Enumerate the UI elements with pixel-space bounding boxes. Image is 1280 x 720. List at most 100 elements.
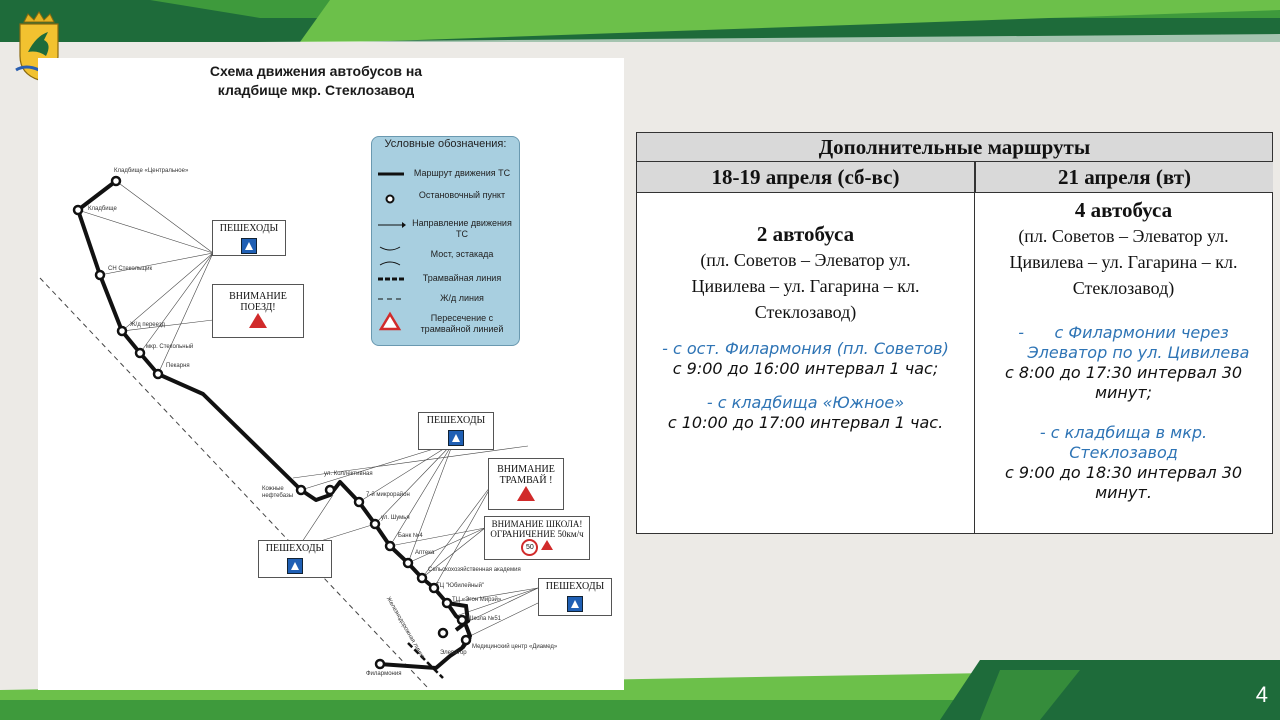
legend-label: Пересечение с трамвайной линией [420, 313, 504, 334]
school-warning-sign: ВНИМАНИЕ ШКОЛА! ОГРАНИЧЕНИЕ 50км/ч 50 [484, 516, 590, 560]
legend-label: Ж/д линия [440, 293, 484, 303]
sign-text: ПЕШЕХОДЫ [426, 415, 486, 426]
stop-label: Кладбище [88, 206, 117, 212]
stop-marker [369, 518, 381, 530]
trip-schedule: минут. [1095, 483, 1152, 502]
railway-line-icon [378, 298, 404, 300]
stop-label: СН Стекольщик [108, 266, 153, 272]
stop-label: Пекарня [166, 363, 190, 369]
bus-count: 2 автобуса [756, 222, 855, 246]
stop-marker [428, 582, 440, 594]
route-line: Стеклозавод) [754, 302, 857, 322]
table-cell-tuesday: 4 автобуса (пл. Советов – Элеватор ул. Ц… [975, 193, 1272, 503]
legend-label: Направление движения ТС [412, 218, 512, 239]
pedestrian-sign: ПЕШЕХОДЫ [258, 540, 332, 578]
legend-item-bridge: Мост, эстакада [372, 245, 519, 271]
trip-schedule: с 10:00 до 17:00 интервал 1 час. [667, 413, 944, 432]
stop-marker [110, 175, 122, 187]
legend-label: Мост, эстакада [430, 249, 494, 259]
stop-label: Аптека [415, 550, 435, 556]
table-title: Дополнительные маршруты [637, 133, 1272, 162]
stop-marker [416, 572, 428, 584]
sign-text: ТРАМВАЙ ! [499, 475, 553, 486]
header-decoration [0, 0, 1280, 42]
column-divider [974, 162, 975, 533]
pedestrian-sign: ПЕШЕХОДЫ [538, 578, 612, 616]
trip-origin: - с ост. Филармония (пл. Советов) [662, 339, 949, 358]
stop-marker [116, 325, 128, 337]
pedestrian-sign: ПЕШЕХОДЫ [212, 220, 286, 256]
route-line: Цивилева – ул. Гагарина – кл. [1009, 252, 1238, 272]
pedestrian-sign: ПЕШЕХОДЫ [418, 412, 494, 450]
legend-item-route: Маршрут движения ТС [372, 167, 519, 193]
stop-label: ТЦ "Юбилейный" [436, 583, 485, 589]
stop-marker [437, 627, 449, 639]
sign-text: ПОЕЗД! [240, 302, 276, 313]
legend-item-railway: Ж/д линия [372, 289, 519, 315]
page-number: 4 [1255, 682, 1268, 707]
stop-marker [295, 484, 307, 496]
trip-schedule: минут; [1094, 383, 1153, 402]
trip-origin: Элеватор по ул. Цивилева [1027, 343, 1250, 362]
stop-circle-icon [385, 194, 395, 204]
stop-marker [460, 634, 472, 646]
sign-text: ВНИМАНИЕ ШКОЛА! [491, 519, 583, 529]
stop-marker [353, 496, 365, 508]
legend-label: Маршрут движения ТС [413, 168, 511, 178]
tram-warning-icon [378, 311, 402, 331]
stop-label: Банк №4 [398, 533, 423, 539]
map-legend: Условные обозначения: Маршрут движения Т… [371, 136, 520, 346]
route-line: (пл. Советов – Элеватор ул. [1018, 226, 1229, 246]
stop-marker [402, 557, 414, 569]
sign-text: ПЕШЕХОДЫ [265, 543, 325, 554]
stop-label: ТЦ «Эгон Мирэй» [452, 597, 502, 603]
stop-label: ул. Шумья [381, 515, 410, 521]
bus-count: 4 автобуса [1074, 198, 1173, 222]
pedestrian-crossing-icon [241, 238, 257, 254]
stop-marker [441, 597, 453, 609]
sign-text: ВНИМАНИЕ [229, 291, 287, 302]
stop-label: Элеватор [440, 650, 467, 656]
stop-marker [384, 540, 396, 552]
stop-label: Филармония [366, 671, 402, 677]
legend-label: Трамвайная линия [422, 273, 502, 283]
stop-marker [72, 204, 84, 216]
sign-text: ПЕШЕХОДЫ [545, 581, 605, 592]
tram-warning-sign: ВНИМАНИЕ ТРАМВАЙ ! [488, 458, 564, 510]
stop-marker [324, 484, 336, 496]
trip-origin: Стеклозавод [1069, 443, 1178, 462]
schedule-table: Дополнительные маршруты 18-19 апреля (сб… [636, 132, 1273, 534]
stop-marker [134, 347, 146, 359]
speed-limit-icon: 50 [521, 539, 539, 556]
sign-text: ВНИМАНИЕ [497, 464, 555, 475]
route-line: Цивилева – ул. Гагарина – кл. [691, 276, 920, 296]
trip-origin: - с Филармонии через [1018, 323, 1229, 342]
legend-item-direction: Направление движения ТС [372, 217, 519, 243]
legend-item-crossing: Пересечение с трамвайной линией [372, 311, 519, 337]
stop-label: мкр. Стекольный [146, 344, 194, 350]
route-line: Стеклозавод) [1072, 278, 1175, 298]
stop-label: ул. Коллективная [324, 471, 373, 477]
route-line-icon [378, 172, 404, 176]
tram-warning-icon [517, 486, 535, 501]
table-cell-weekend: 2 автобуса (пл. Советов – Элеватор ул. Ц… [637, 193, 974, 433]
trip-schedule: с 8:00 до 17:30 интервал 30 [1004, 363, 1243, 382]
sign-text: ОГРАНИЧЕНИЕ 50км/ч [490, 529, 584, 539]
route-map: Схема движения автобусов на кладбище мкр… [38, 58, 624, 690]
trip-schedule: с 9:00 до 18:30 интервал 30 [1004, 463, 1243, 482]
stop-label: Кожные нефтебазы [262, 486, 294, 499]
stop-label: Медицинский центр «Диамед» [472, 644, 558, 650]
pedestrian-crossing-icon [287, 558, 303, 574]
column-header-weekend: 18-19 апреля (сб-вс) [637, 162, 974, 193]
trip-schedule: с 9:00 до 16:00 интервал 1 час; [672, 359, 939, 378]
footer-decoration [0, 660, 1280, 720]
stop-label: 7-й микрорайон [366, 492, 410, 498]
stop-marker [456, 614, 468, 626]
train-warning-sign: ВНИМАНИЕ ПОЕЗД! [212, 284, 304, 338]
legend-label: Остановочный пункт [418, 190, 506, 200]
route-line: (пл. Советов – Элеватор ул. [700, 250, 911, 270]
arrow-right-icon [378, 222, 406, 228]
stop-label: Сельскохозяйственная академия [428, 567, 521, 573]
sign-text: ПЕШЕХОДЫ [219, 223, 279, 234]
legend-title: Условные обозначения: [384, 138, 507, 150]
